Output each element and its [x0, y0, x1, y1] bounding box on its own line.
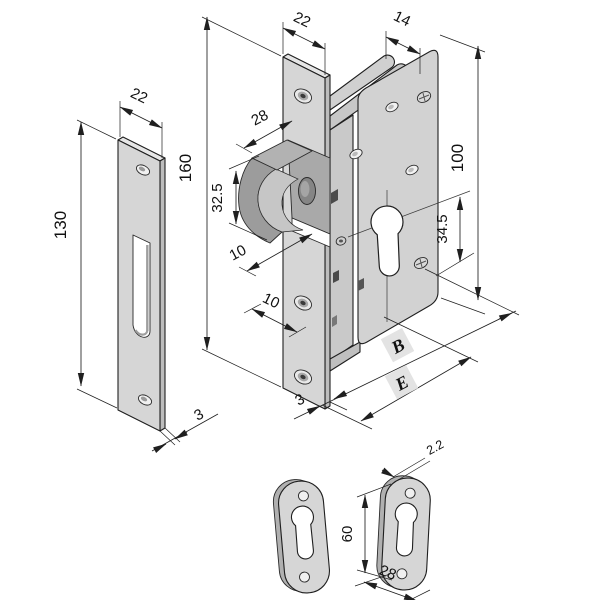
dim-faceplate-thickness-and-backset-b: 3 B	[292, 268, 520, 420]
dim-hook-height: 32.5	[209, 155, 268, 241]
dim-strike-plate-height: 130	[51, 119, 118, 409]
strike-plate-slot	[132, 234, 151, 338]
faceplate-screw-hole-bottom	[294, 369, 312, 385]
escutcheon-right-screw-bottom	[396, 568, 408, 580]
dim-escutcheon-width: 28	[354, 562, 431, 600]
dim-label-case-width: 14	[391, 8, 413, 31]
dim-label-faceplate-width: 22	[291, 9, 313, 32]
dim-label-case-height: 100	[448, 144, 467, 172]
escutcheon-right-keyhole	[394, 502, 418, 557]
front-wall-cutout-2	[333, 270, 339, 283]
case-far-plate-top-edge	[329, 54, 395, 111]
dim-label-edge-offset: 10	[260, 290, 282, 313]
escutcheon-left-screw-top	[297, 490, 309, 502]
case-plate-holes	[349, 101, 419, 176]
case-side-plate	[357, 49, 439, 345]
dim-label-escutcheon-height: 60	[339, 526, 356, 543]
dim-strike-plate-width: 22	[119, 85, 163, 158]
dim-hook-reach: 28	[235, 107, 293, 154]
dim-cylinder-offset: 34.5	[434, 196, 475, 277]
faceplate-screw-hole-top	[294, 88, 312, 104]
dim-edge-offset: 10	[243, 290, 307, 338]
dim-label-strike-thickness: 3	[191, 406, 206, 425]
dim-label-strike-height: 130	[51, 211, 70, 239]
dim-backset-e: E	[321, 316, 479, 430]
dim-faceplate-height: 160	[176, 16, 282, 388]
cylinder-centerline-diagonal	[347, 190, 471, 238]
dim-label-backset-e: E	[384, 365, 419, 400]
dim-escutcheon-height: 60	[339, 483, 393, 581]
hook-top-face	[251, 139, 313, 171]
dim-label-faceplate-height: 160	[176, 154, 195, 182]
dim-hook-clearance: 10	[227, 233, 313, 277]
slot-inner-wall-bottom	[134, 329, 149, 336]
dim-label-strike-width: 22	[128, 85, 150, 108]
strike-plate	[117, 136, 166, 432]
dim-label-cylinder-offset: 34.5	[434, 214, 451, 243]
strike-plate-side-edge	[159, 157, 166, 432]
dim-label-hook-height: 32.5	[209, 183, 226, 212]
dim-label-escutcheon-width: 28	[377, 562, 399, 584]
strike-plate-screw-hole-bottom	[137, 394, 153, 406]
hook-front-face	[257, 168, 304, 233]
escutcheon-right	[376, 475, 431, 591]
faceplate-screw-hole-middle	[294, 295, 312, 311]
dim-label-hook-reach: 28	[249, 107, 272, 130]
dim-case-height: 100	[439, 34, 486, 315]
front-wall-cutout-1	[331, 189, 338, 204]
dim-escutcheon-thickness: 2.2	[381, 437, 446, 481]
front-wall-screw	[335, 236, 347, 246]
dim-faceplate-width: 22	[282, 9, 326, 75]
euro-cylinder-keyhole	[370, 205, 404, 277]
case-screw-top	[416, 91, 432, 103]
escutcheon-left	[272, 479, 331, 594]
dim-case-width: 14	[385, 8, 421, 74]
escutcheon-left-keyhole	[290, 505, 315, 560]
hook-pivot-hub-inner	[300, 181, 310, 197]
escutcheon-left-screw-bottom	[299, 571, 310, 583]
dim-label-backset-b: B	[380, 328, 415, 363]
case-plate-cutout	[358, 278, 364, 291]
strike-plate-screw-hole-top	[135, 164, 151, 176]
dim-label-escutcheon-thickness: 2.2	[424, 437, 446, 458]
case-screw-bottom	[413, 257, 429, 269]
front-wall-cutout-3	[332, 315, 337, 327]
dim-label-hook-clearance: 10	[227, 242, 250, 265]
hook-bolt	[238, 139, 331, 248]
lock-body	[238, 49, 471, 410]
dimensions: 22 130 3 22 14	[51, 8, 520, 600]
escutcheon-right-screw-top	[404, 487, 416, 499]
